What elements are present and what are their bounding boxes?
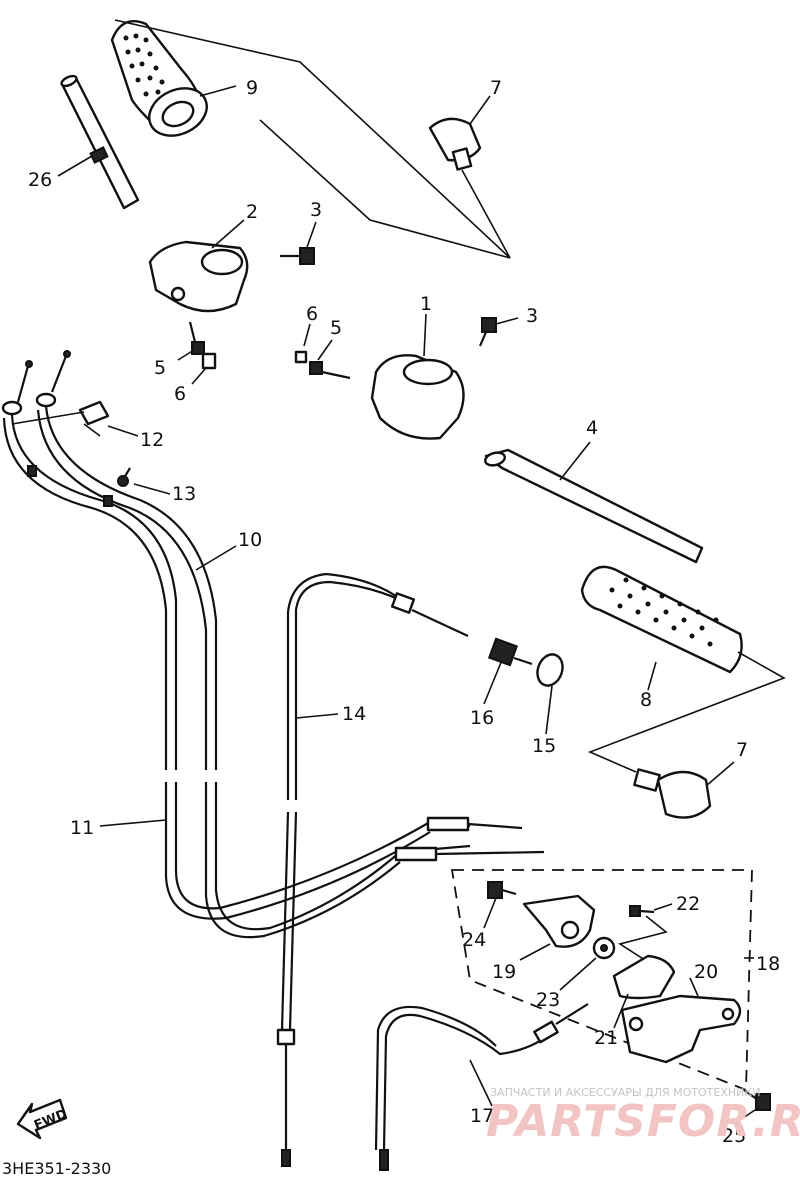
screw-22-part — [629, 905, 655, 917]
screw-3-lower-part — [478, 317, 497, 347]
screw-5-middle-part — [309, 361, 351, 380]
lever-19-part — [522, 894, 596, 948]
throttle-grip-part — [110, 20, 208, 137]
handlebar-part — [484, 448, 704, 564]
bracket-21-part — [612, 954, 676, 1000]
leader-lines — [57, 85, 759, 1125]
callout-25: 25 — [722, 1125, 746, 1147]
locknut-15-part — [536, 653, 564, 687]
watermark-line2: PARTSFOR.RU — [486, 1096, 800, 1147]
throttle-housing-upper-part — [148, 240, 249, 313]
callout-7-upper: 7 — [490, 77, 502, 99]
callout-19: 19 — [492, 961, 516, 983]
callout-4: 4 — [586, 417, 598, 439]
bolt-24-part — [487, 881, 517, 899]
nut-6-middle-part — [294, 350, 308, 364]
bolt-25-part — [743, 1089, 771, 1111]
callout-21: 21 — [594, 1027, 618, 1049]
callout-14: 14 — [342, 703, 366, 725]
washer-23-part — [592, 936, 616, 960]
callout-1: 1 — [420, 293, 432, 315]
diagram-code: 3HE351-2330 — [2, 1159, 111, 1178]
callout-22: 22 — [676, 893, 700, 915]
callout-12: 12 — [140, 429, 164, 451]
bracket-20-part — [620, 994, 742, 1064]
callout-2: 2 — [246, 201, 258, 223]
screw-13-part — [117, 467, 131, 487]
callout-26: 26 — [28, 169, 52, 191]
watermark-line1: ЗАПЧАСТИ И АКСЕССУАРЫ ДЛЯ МОТОТЕХНИКИ — [490, 1086, 760, 1099]
cable-14-part — [276, 572, 469, 1167]
callout-6-left: 6 — [174, 383, 186, 405]
callout-15: 15 — [532, 735, 556, 757]
screw-3-upper-part — [280, 247, 315, 265]
callout-20: 20 — [694, 961, 718, 983]
cable-guide-12-part — [78, 400, 110, 426]
callout-5-middle: 5 — [330, 317, 342, 339]
cable-17-part — [374, 1003, 589, 1171]
callout-23: 23 — [536, 989, 560, 1011]
callout-11: 11 — [70, 817, 94, 839]
throttle-cable-10-part — [1, 350, 218, 770]
callout-24: 24 — [462, 929, 486, 951]
fwd-arrow-icon — [16, 1098, 68, 1140]
grip-end-lower-part — [633, 768, 712, 819]
callout-16: 16 — [470, 707, 494, 729]
screw-5-left-part — [188, 321, 205, 355]
callout-3-lower: 3 — [526, 305, 538, 327]
callout-7-lower: 7 — [736, 739, 748, 761]
adjuster-16-part — [487, 637, 533, 667]
callout-18: 18 — [756, 953, 780, 975]
nut-6-left-part — [201, 352, 217, 370]
callout-8: 8 — [640, 689, 652, 711]
throttle-housing-lower-part — [370, 354, 465, 440]
throttle-tube-part — [60, 74, 140, 210]
callout-9: 9 — [246, 77, 258, 99]
left-grip-part — [580, 565, 743, 674]
throttle-cable-11-part — [164, 782, 545, 939]
callout-6-middle: 6 — [306, 303, 318, 325]
callout-10: 10 — [238, 529, 262, 551]
callout-5-left: 5 — [154, 357, 166, 379]
grip-end-upper-part — [428, 117, 482, 171]
callout-3-upper: 3 — [310, 199, 322, 221]
callout-13: 13 — [172, 483, 196, 505]
callout-17: 17 — [470, 1105, 494, 1127]
